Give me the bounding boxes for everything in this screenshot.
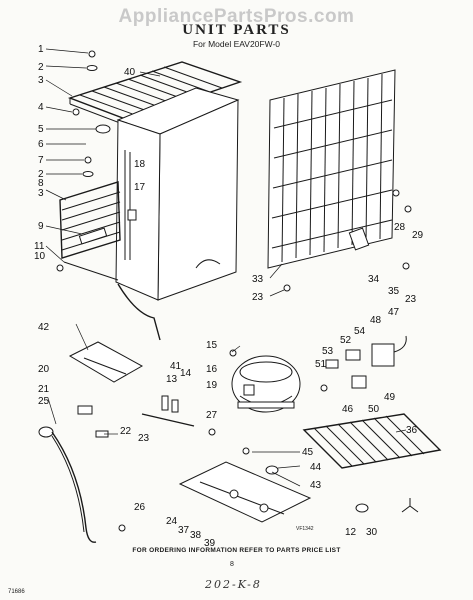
thermostat-bracket	[141, 395, 195, 427]
callout-26: 26	[134, 502, 146, 513]
liner-cabinet	[115, 87, 240, 301]
callout-27: 27	[206, 410, 218, 421]
callout-23a: 23	[252, 292, 264, 303]
callout-2: 2	[38, 62, 44, 73]
callout-7: 7	[38, 155, 44, 166]
evaporator-coil-upper	[67, 61, 243, 127]
leader-lines	[45, 48, 407, 487]
callout-42: 42	[38, 322, 50, 333]
callout-41: 41	[170, 361, 182, 372]
callout-23c: 23	[138, 433, 150, 444]
callout-2b: 2	[38, 169, 44, 180]
callout-8: 8	[38, 178, 44, 189]
callout-43: 43	[310, 480, 322, 491]
condenser-coil-bottom	[302, 413, 442, 469]
callout-11: 11	[34, 241, 45, 252]
callout-33: 33	[252, 274, 264, 285]
callout-51: 51	[315, 359, 327, 370]
callout-6: 6	[38, 139, 44, 150]
diagram-subtitle: For Model EAV20FW-0	[192, 39, 281, 49]
callout-20: 20	[38, 364, 50, 375]
callout-30: 30	[366, 527, 378, 538]
condenser-panel	[267, 69, 396, 269]
ordering-info-footer: FOR ORDERING INFORMATION REFER TO PARTS …	[132, 547, 341, 554]
callout-28: 28	[394, 222, 406, 233]
callout-37: 37	[178, 525, 190, 536]
callout-46: 46	[342, 404, 354, 415]
callout-10: 10	[34, 251, 46, 262]
callout-39: 39	[204, 538, 216, 549]
compressor	[231, 355, 301, 413]
drain-trough	[68, 341, 144, 383]
callout-19: 19	[206, 380, 218, 391]
callout-12: 12	[345, 527, 357, 538]
callout-48: 48	[370, 315, 382, 326]
callout-35: 35	[388, 286, 400, 297]
vf-code: VF1342	[296, 526, 314, 532]
misc-parts	[355, 498, 419, 513]
callout-45: 45	[302, 447, 314, 458]
callout-3: 3	[38, 75, 44, 86]
callout-13: 13	[166, 374, 178, 385]
evaporator-coil-lower	[59, 181, 161, 341]
callout-15: 15	[206, 340, 218, 351]
callout-5: 5	[38, 124, 44, 135]
callout-44: 44	[310, 462, 322, 473]
callout-21: 21	[38, 384, 50, 395]
power-cord	[38, 405, 109, 543]
callout-1: 1	[38, 44, 44, 55]
callout-47: 47	[388, 307, 400, 318]
callout-54: 54	[354, 326, 366, 337]
diagram-title: UNIT PARTS	[182, 22, 291, 38]
callout-24: 24	[166, 516, 178, 527]
callout-53: 53	[322, 346, 334, 357]
fasteners	[56, 50, 412, 532]
callout-50: 50	[368, 404, 380, 415]
handwritten-note: 202-K-8	[205, 578, 262, 591]
callout-40: 40	[124, 67, 136, 78]
callout-52: 52	[340, 335, 352, 346]
callout-17: 17	[134, 182, 146, 193]
watermark: AppliancePartsPros.com	[118, 6, 355, 27]
callout-23b: 23	[405, 294, 417, 305]
mounting-base	[178, 461, 312, 523]
diagram-code: 71686	[8, 589, 25, 595]
callout-3b: 3	[38, 188, 44, 199]
callout-29: 29	[412, 230, 424, 241]
callout-22: 22	[120, 426, 132, 437]
callout-9: 9	[38, 221, 44, 232]
callout-34: 34	[368, 274, 380, 285]
page-number: 8	[230, 561, 234, 568]
relay-overload	[325, 335, 407, 389]
callout-18: 18	[134, 159, 146, 170]
callout-14: 14	[180, 368, 192, 379]
callout-38: 38	[190, 530, 202, 541]
callout-16: 16	[206, 364, 218, 375]
callout-36: 36	[406, 425, 418, 436]
callout-labels: 1 2 3 40 4 5 6 7 2 8 3 18 17 9 11 10 33 …	[34, 44, 424, 549]
callout-25: 25	[38, 396, 50, 407]
callout-4: 4	[38, 102, 44, 113]
callout-49: 49	[384, 392, 396, 403]
